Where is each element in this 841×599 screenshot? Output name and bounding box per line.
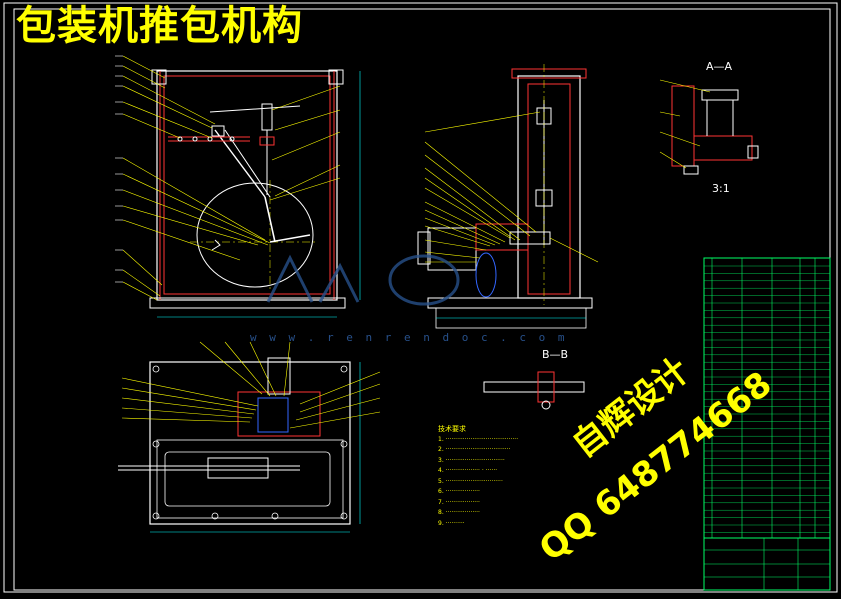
side-motor-flange [417,231,431,265]
top-push-head [207,457,269,479]
front-top-flange-left [151,69,167,85]
parts-list-rows [704,265,830,533]
logo-watermark [266,254,460,306]
section-aa-scale: 3:1 [712,182,730,195]
front-slider-small [211,125,225,137]
side-leaders [424,111,599,263]
title-block [703,257,831,591]
notes-title: 技术要求 [438,425,466,433]
side-screw-nut [535,189,553,207]
bolt-2 [192,136,198,142]
note-line: 3. ······························· [438,456,505,464]
link-arm-1 [264,196,276,243]
aa-right-tab [747,145,759,159]
top-frame-inner [156,439,344,519]
side-column-outer [517,75,581,299]
top-bolt-holes [152,365,348,520]
side-gearbox [475,223,529,251]
bolt-4 [229,136,235,142]
top-leaders [121,341,381,429]
note-line: 2. ·································· [438,446,511,453]
front-top-flange-right [328,69,344,85]
side-column-inner [527,83,571,295]
aa-bottom-nut [683,165,699,175]
side-view [417,64,599,329]
aa-top-bar [701,89,739,101]
side-top-cap [511,68,587,79]
small-bracket [211,239,221,251]
front-label-ticks [115,55,123,283]
top-mechanism-core [257,397,289,433]
section-aa [659,79,759,175]
front-leaders [122,55,341,301]
link-arm-3 [214,129,266,198]
watermark-url: w w w . r e n r e n d o c . c o m [250,331,568,344]
top-slot [164,451,331,507]
drawing-title: 包装机推包机构 [16,3,303,49]
bb-plate [483,381,585,393]
top-motor [267,357,291,395]
note-line: 5. ······························ [438,477,503,485]
section-aa-label: A—A [706,60,733,73]
top-frame-outer [149,361,351,525]
bb-hub-bore [541,400,551,410]
front-housing-inner [163,75,331,295]
rod-coupler [259,136,275,146]
note-line: 4. ·················· · ······ [438,467,498,474]
section-bb [483,371,585,410]
front-view [115,55,361,318]
aa-leaders [659,79,711,169]
bolt-1 [177,136,183,142]
outer-frame [3,2,838,593]
note-line: 8. ·················· [438,509,480,516]
note-line: 1. ·····································… [438,435,519,443]
front-housing-outer [156,70,338,301]
top-view [118,341,381,533]
aa-block [693,135,753,161]
note-line: 7. ·················· [438,498,480,506]
side-base [427,297,593,309]
front-base-plate [149,297,346,309]
note-line: 6. ·················· [438,488,480,495]
side-motor-fan [475,252,497,298]
bb-hub [537,371,555,403]
link-arm-2 [269,234,311,243]
aa-left-plate [671,85,695,167]
technical-notes: 技术要求 1. ································… [438,424,518,529]
top-mechanism [237,391,321,437]
upper-rail [209,105,301,113]
note-line: 9. ·········· [438,519,465,527]
section-bb-label: B—B [542,348,569,361]
